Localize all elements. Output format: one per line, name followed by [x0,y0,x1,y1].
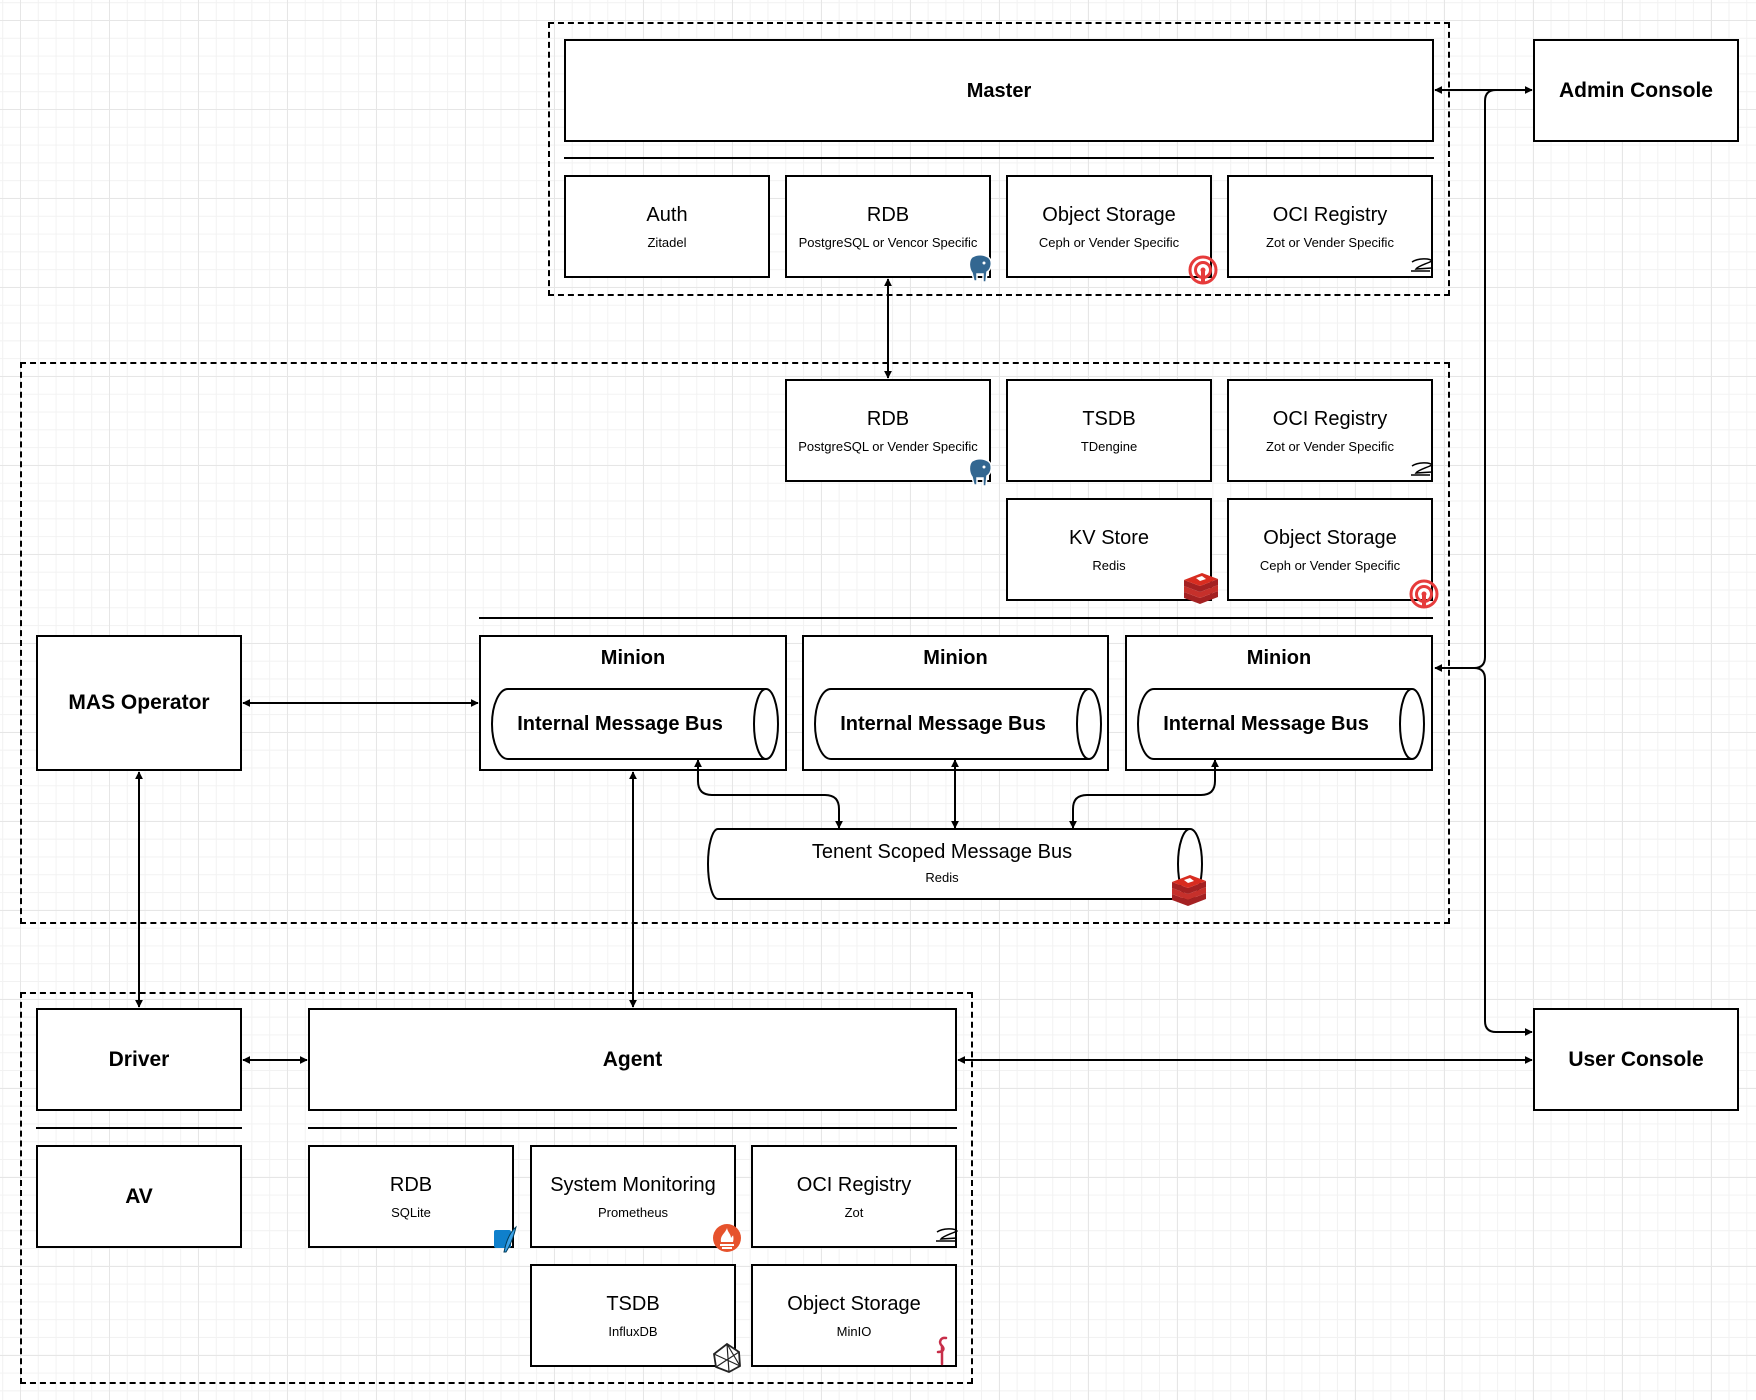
service-title: System Monitoring [550,1173,716,1196]
agent-rdb-box[interactable]: RDB SQLite [308,1145,514,1248]
agent-system-monitoring-box[interactable]: System Monitoring Prometheus [530,1145,736,1248]
tenant-kv-store-box[interactable]: KV Store Redis [1006,498,1212,601]
tenant-tsdb-box[interactable]: TSDB TDengine [1006,379,1212,482]
mas-operator-box[interactable]: MAS Operator [36,635,242,771]
agent-box[interactable]: Agent [308,1008,957,1111]
tenant-separator [479,617,1433,619]
minion-box-2[interactable]: Minion [802,635,1109,771]
service-title: Object Storage [787,1292,921,1315]
driver-separator [36,1127,242,1129]
driver-box[interactable]: Driver [36,1008,242,1111]
master-rdb-box[interactable]: RDB PostgreSQL or Vencor Specific [785,175,991,278]
minion-box-1[interactable]: Minion [479,635,787,771]
service-subtitle: PostgreSQL or Vender Specific [798,438,978,454]
master-oci-registry-box[interactable]: OCI Registry Zot or Vender Specific [1227,175,1433,278]
agent-label: Agent [602,1047,663,1071]
service-title: Auth [646,203,688,226]
master-label: Master [966,79,1032,102]
user-console-label: User Console [1568,1047,1704,1071]
minion-title: Minion [923,647,988,669]
av-box[interactable]: AV [36,1145,242,1248]
tenant-object-storage-box[interactable]: Object Storage Ceph or Vender Specific [1227,498,1433,601]
service-subtitle: Prometheus [597,1204,669,1220]
service-subtitle: PostgreSQL or Vencor Specific [798,234,978,250]
agent-separator [308,1127,957,1129]
service-subtitle: Ceph or Vender Specific [1038,234,1180,250]
service-subtitle: Zot [844,1204,864,1220]
mas-operator-label: MAS Operator [68,691,210,714]
edge-group [20,992,973,1384]
service-title: KV Store [1068,526,1150,549]
agent-oci-registry-box[interactable]: OCI Registry Zot [751,1145,957,1248]
service-title: OCI Registry [1272,407,1388,430]
agent-tsdb-box[interactable]: TSDB InfluxDB [530,1264,736,1367]
service-subtitle: Ceph or Vender Specific [1259,557,1401,573]
service-title: RDB [866,203,910,226]
service-subtitle: InfluxDB [608,1323,658,1339]
user-console-box[interactable]: User Console [1533,1008,1739,1111]
service-title: Object Storage [1042,203,1176,226]
admin-console-box[interactable]: Admin Console [1533,39,1739,142]
service-title: TSDB [606,1292,660,1315]
service-subtitle: Zot or Vender Specific [1266,234,1394,250]
connector-minion-user [1473,667,1533,1036]
service-title: OCI Registry [1272,203,1388,226]
admin-console-label: Admin Console [1558,78,1713,102]
service-title: RDB [389,1173,433,1196]
minion-box-3[interactable]: Minion [1125,635,1433,771]
minion-title: Minion [1246,647,1312,669]
service-subtitle: Zot or Vender Specific [1266,438,1394,454]
minion-title: Minion [600,647,666,669]
driver-label: Driver [108,1047,170,1071]
master-separator [564,157,1434,159]
av-label: AV [125,1184,153,1208]
service-title: Object Storage [1263,526,1397,549]
master-object-storage-box[interactable]: Object Storage Ceph or Vender Specific [1006,175,1212,278]
tenant-rdb-box[interactable]: RDB PostgreSQL or Vender Specific [785,379,991,482]
service-subtitle: TDengine [1080,438,1138,454]
service-subtitle: SQLite [391,1204,431,1220]
tenant-oci-registry-box[interactable]: OCI Registry Zot or Vender Specific [1227,379,1433,482]
service-subtitle: Zitadel [647,234,687,250]
agent-object-storage-box[interactable]: Object Storage MinIO [751,1264,957,1367]
service-title: RDB [866,407,910,430]
master-box[interactable]: Master [564,39,1434,142]
service-title: OCI Registry [796,1173,912,1196]
master-auth-box[interactable]: Auth Zitadel [564,175,770,278]
service-title: TSDB [1082,407,1136,430]
service-subtitle: MinIO [836,1323,872,1339]
service-subtitle: Redis [1092,557,1126,573]
